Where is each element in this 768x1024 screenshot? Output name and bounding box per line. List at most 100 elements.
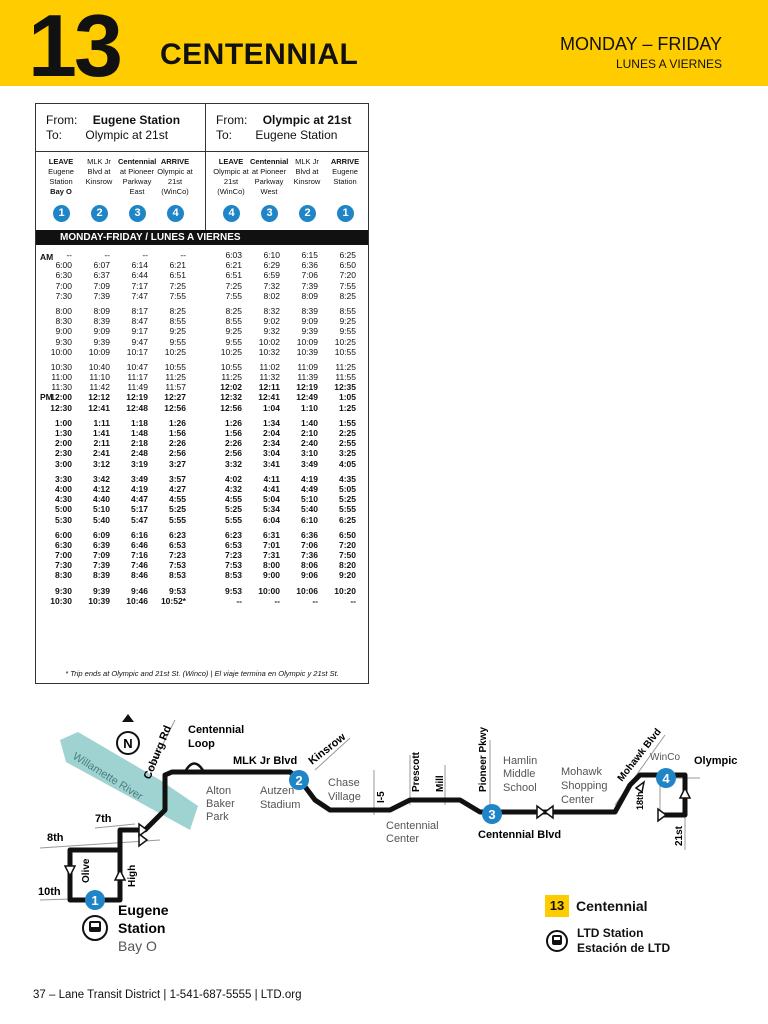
time-cell: 9:17: [131, 326, 148, 337]
north-circle-icon: [116, 731, 140, 755]
time-cell: 6:36: [300, 529, 318, 540]
route-name: CENTENNIAL: [160, 38, 359, 71]
time-cell: 6:51: [169, 270, 186, 281]
stop-header-line: Blvd at: [87, 167, 111, 176]
time-cell: 6:53: [224, 539, 242, 550]
time-cell: 7:50: [338, 550, 356, 561]
bus-window: [91, 923, 99, 927]
time-cell: 8:39: [92, 570, 110, 581]
time-cell: 2:48: [130, 448, 148, 459]
time-cell: 4:19: [130, 483, 148, 494]
time-cell: 12:32: [220, 392, 242, 403]
time-cell: 6:07: [93, 260, 110, 271]
time-cell: 2:18: [130, 438, 148, 449]
from-label: From:: [216, 113, 248, 127]
time-cell: 6:39: [92, 539, 110, 550]
time-cell: 3:49: [300, 458, 318, 469]
north-label: N: [123, 736, 132, 751]
time-cell: 11:25: [165, 372, 186, 383]
time-cell: 9:47: [131, 336, 148, 347]
i5-label: I-5: [376, 791, 387, 803]
olive-label: Olive: [81, 858, 92, 883]
time-cell: --: [180, 250, 186, 260]
alton-label-2: Baker: [206, 798, 235, 810]
time-cell: 9:53: [224, 585, 242, 596]
schedule-table: From: Eugene Station To: Olympic at 21st…: [35, 103, 369, 684]
time-cell: 11:49: [127, 382, 148, 393]
time-cell: 8:25: [169, 305, 186, 316]
time-cell: 6:25: [338, 514, 356, 525]
time-cell: 9:39: [92, 585, 110, 596]
stop-header-line: Blvd at: [295, 167, 319, 176]
time-cell: 6:16: [130, 529, 148, 540]
time-cell: --: [142, 250, 148, 260]
time-cell: 6:23: [168, 529, 186, 540]
centennial-blvd-label: Centennial Blvd: [478, 829, 561, 841]
olympic-label: Olympic: [694, 755, 737, 767]
prescott-label: Prescott: [411, 751, 422, 792]
stop-1-marker: [85, 890, 105, 910]
time-cell: 8:32: [263, 305, 280, 316]
time-cell: 2:56: [224, 448, 242, 459]
time-cell: 7:46: [130, 560, 148, 571]
stop-header-line: Olympic at: [213, 167, 249, 176]
stop-header-line: Kinsrow: [293, 177, 321, 186]
time-cell: 9:55: [169, 336, 186, 347]
time-cell: 5:00: [54, 504, 72, 515]
time-cell: 9:00: [55, 326, 72, 337]
stop-header-line: Station: [49, 177, 73, 186]
time-cell: 1:55: [338, 417, 356, 428]
time-cell: 5:40: [300, 504, 318, 515]
station-label-2: Station: [118, 920, 165, 936]
stop-header-line: at Pioneer: [119, 167, 155, 176]
time-cell: 1:11: [93, 417, 110, 428]
alton-label-1: Alton: [206, 785, 231, 797]
time-cell: 6:15: [301, 250, 318, 260]
time-cell: 6:23: [224, 529, 242, 540]
time-cell: 5:17: [130, 504, 148, 515]
legend-station-en: LTD Station: [577, 926, 644, 940]
time-cell: 10:32: [258, 346, 280, 357]
time-cell: 11:39: [297, 372, 318, 383]
time-cell: 5:25: [168, 504, 186, 515]
time-cell: 10:25: [220, 346, 242, 357]
time-cell: 2:56: [168, 448, 186, 459]
time-cell: 4:40: [92, 494, 110, 505]
time-cell: 4:02: [224, 473, 242, 484]
from-value: Eugene Station: [92, 113, 181, 127]
time-cell: 11:55: [335, 372, 356, 383]
time-cell: 6:30: [55, 270, 72, 281]
time-cell: 7:00: [54, 550, 72, 561]
time-cell: 6:04: [262, 514, 280, 525]
time-cell: 6:50: [338, 529, 356, 540]
time-cell: 10:02: [258, 336, 280, 347]
pioneer-label: Pioneer Pkwy: [478, 727, 489, 792]
time-cell: 7:55: [169, 290, 186, 301]
time-cell: 11:25: [221, 372, 242, 383]
time-cell: 7:06: [301, 270, 318, 281]
time-cell: 5:10: [300, 494, 318, 505]
stop-header-line: MLK Jr: [295, 157, 319, 166]
time-cell: 5:05: [338, 483, 356, 494]
stop-header-line: ARRIVE: [330, 157, 360, 166]
tenth-label: 10th: [38, 886, 61, 898]
time-cell: 8:55: [169, 316, 186, 327]
stop-header-line: Centennial: [118, 157, 157, 166]
to-value: Olympic at 21st: [85, 128, 169, 142]
time-cell: 6:10: [263, 250, 280, 260]
time-cell: 9:25: [339, 316, 356, 327]
time-cell: 10:09: [88, 346, 110, 357]
time-cell: 4:11: [263, 473, 280, 484]
